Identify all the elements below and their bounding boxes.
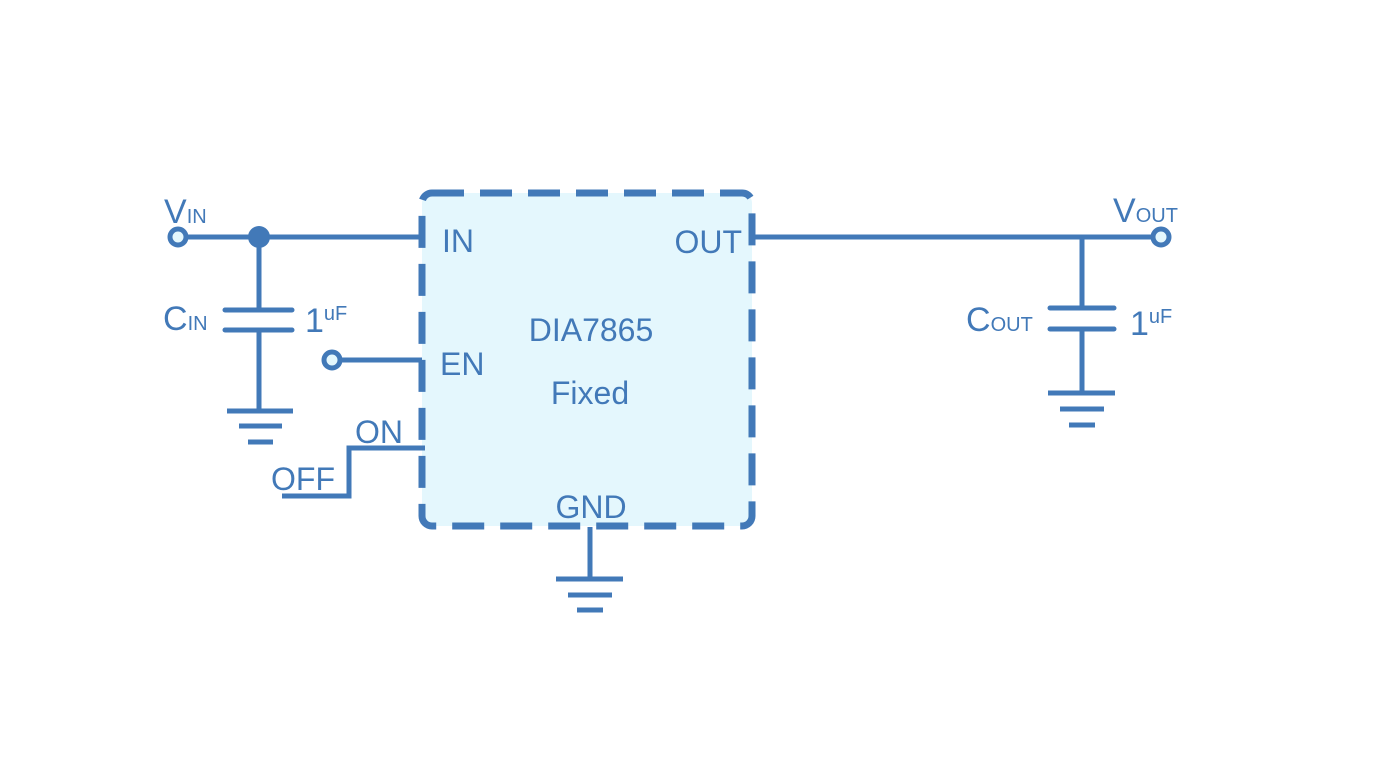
- cin-ground-icon: [227, 408, 293, 445]
- cout-ground-icon: [1048, 390, 1115, 428]
- cout-value: 1uF: [1130, 305, 1172, 343]
- pin-in-label: IN: [442, 223, 474, 259]
- pin-gnd-label: GND: [555, 489, 626, 525]
- chip-ground-icon: [556, 576, 623, 613]
- cout-label: COUT: [966, 301, 1033, 339]
- switch-off-label: OFF: [271, 461, 335, 497]
- enable-switch-line[interactable]: [282, 445, 425, 499]
- switch-on-label: ON: [355, 414, 403, 450]
- chip-part-number: DIA7865: [529, 312, 654, 348]
- vin-terminal[interactable]: [167, 226, 189, 248]
- pin-out-label: OUT: [674, 224, 742, 260]
- vout-terminal[interactable]: [1150, 226, 1172, 248]
- vin-label: VIN: [164, 193, 207, 231]
- en-terminal[interactable]: [321, 349, 343, 371]
- pin-en-label: EN: [440, 346, 484, 382]
- chip-body: [418, 189, 756, 530]
- vout-label: VOUT: [1113, 192, 1178, 230]
- chip-variant: Fixed: [551, 375, 629, 411]
- cin-value: 1uF: [305, 302, 347, 340]
- cin-label: CIN: [163, 300, 208, 338]
